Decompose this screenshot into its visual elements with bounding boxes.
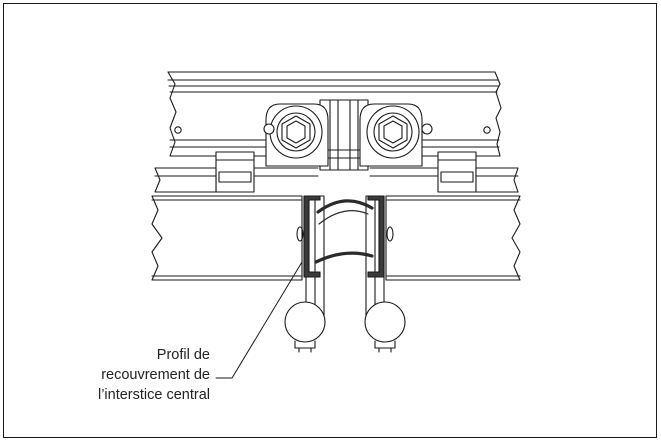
left-roller-bracket bbox=[263, 103, 329, 167]
lower-roller-left bbox=[284, 301, 326, 353]
hex-nut-left bbox=[281, 115, 311, 149]
hex-nut-right bbox=[378, 115, 408, 149]
left-cover-plate bbox=[151, 195, 303, 281]
callout-label: Profil de recouvrement de l’interstice c… bbox=[98, 345, 210, 405]
rail-hole-right bbox=[483, 126, 491, 134]
right-roller-bracket bbox=[359, 103, 433, 167]
callout-line-1: Profil de bbox=[156, 347, 210, 363]
gap-cover-profile bbox=[303, 195, 385, 278]
callout-line-3: l’interstice central bbox=[97, 387, 210, 403]
rail-hole-left bbox=[174, 126, 182, 134]
callout-leader-line bbox=[215, 261, 303, 379]
gap-cover-arcs bbox=[314, 199, 374, 264]
left-clamp bbox=[215, 151, 255, 193]
lower-roller-right bbox=[364, 301, 406, 353]
right-clamp bbox=[437, 151, 477, 193]
figure-frame bbox=[3, 3, 657, 438]
middle-rail-strip bbox=[154, 167, 519, 193]
callout-line-2: recouvrement de bbox=[101, 367, 210, 383]
right-cover-plate bbox=[385, 195, 521, 281]
